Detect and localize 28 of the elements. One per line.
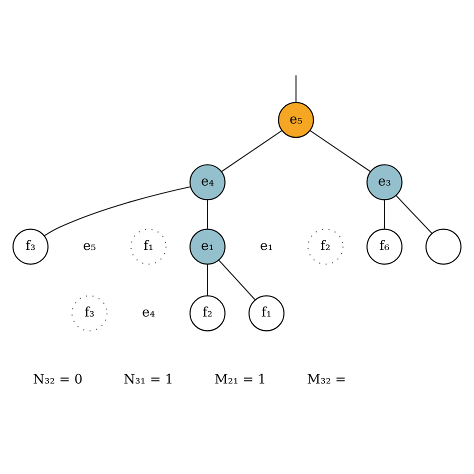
connector <box>310 130 371 172</box>
node-circle: f₃ <box>71 295 108 332</box>
label: e₄ <box>142 306 156 321</box>
label: e₅ <box>83 239 96 254</box>
node-circle: f₃ <box>12 228 49 265</box>
label: M₂₁ = 1 <box>214 372 266 388</box>
connector <box>218 260 256 300</box>
label: N₃₂ = 0 <box>33 372 83 388</box>
connector <box>206 200 208 229</box>
label: e₁ <box>260 239 274 254</box>
node-circle: f₆ <box>366 228 403 265</box>
node-circle: f₁ <box>130 228 167 265</box>
node-circle: e₁ <box>189 228 226 265</box>
connector <box>295 75 297 102</box>
connector <box>384 200 386 229</box>
node-circle: f₂ <box>307 228 344 265</box>
connector <box>44 186 191 236</box>
node-circle: f₂ <box>189 295 226 332</box>
node-circle: e₄ <box>189 164 226 200</box>
node-circle: f₁ <box>248 295 285 332</box>
connector <box>221 130 282 172</box>
node-circle: e₃ <box>366 164 403 200</box>
label: M₃₂ = <box>307 372 346 388</box>
connector <box>206 264 208 296</box>
label: N₃₁ = 1 <box>124 372 174 388</box>
node-circle: e₅ <box>278 102 314 138</box>
node-circle <box>425 228 462 265</box>
connector <box>396 195 432 234</box>
